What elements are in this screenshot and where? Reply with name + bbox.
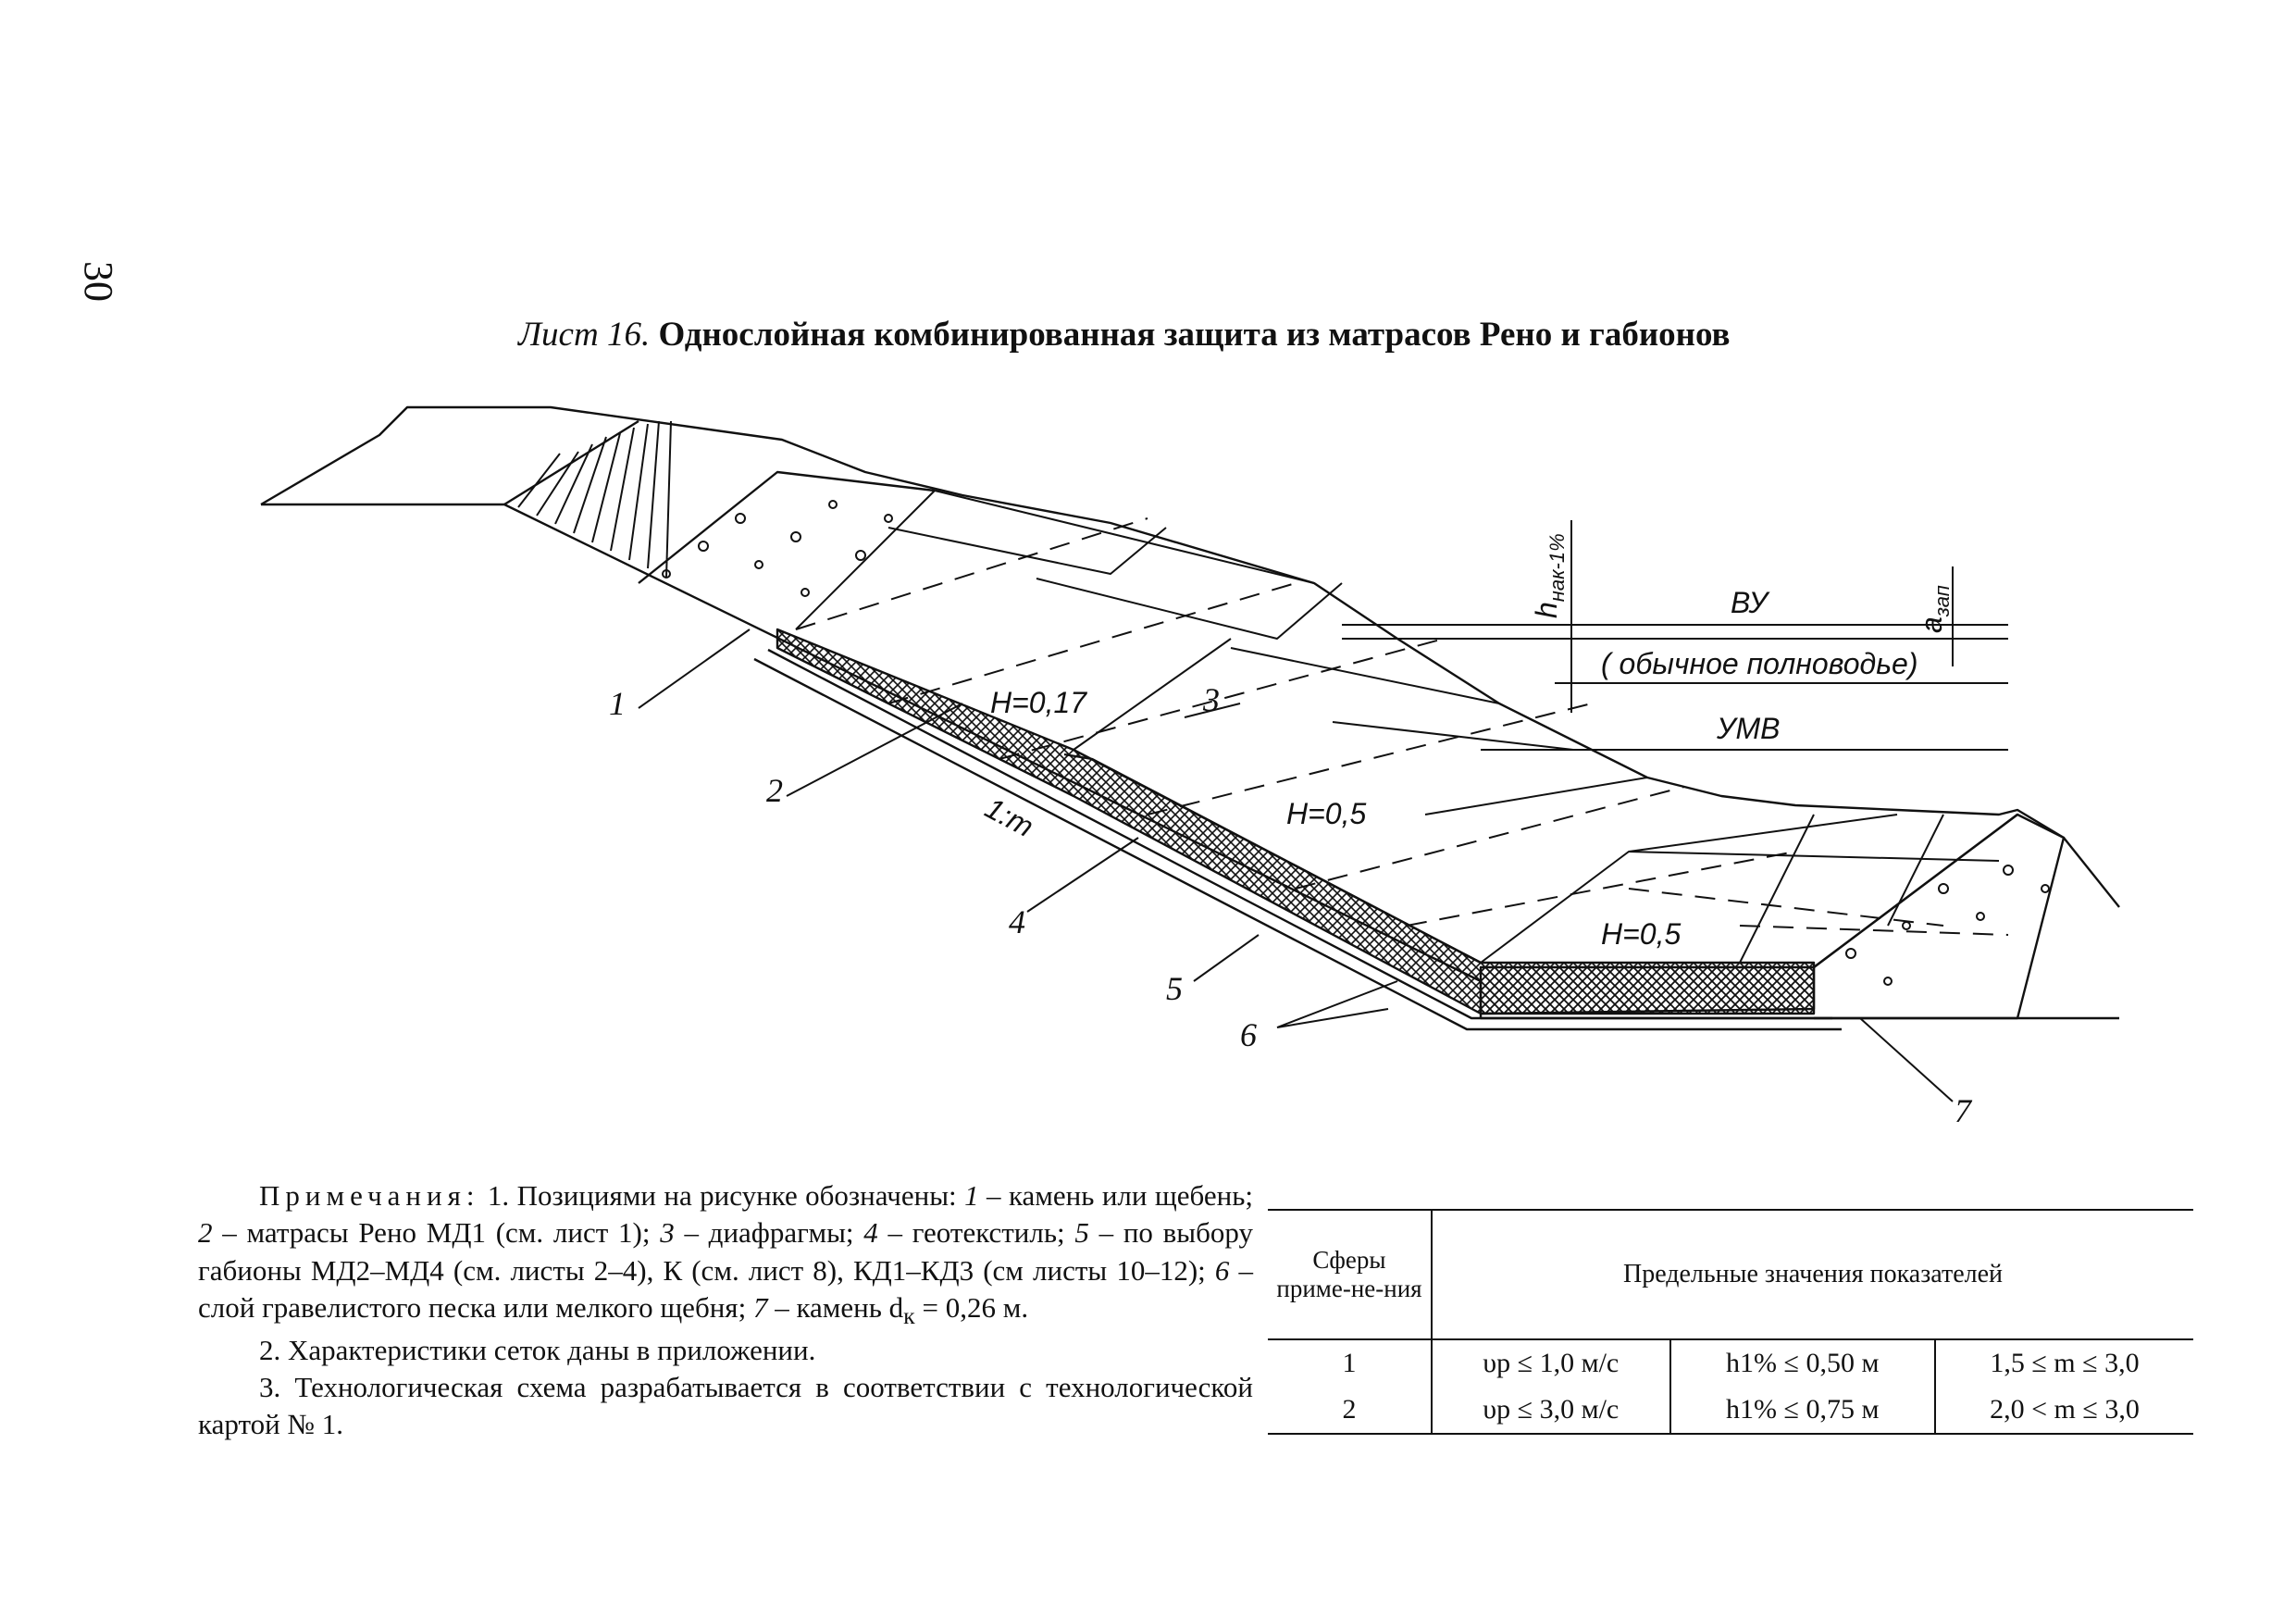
wave-height-label: hнак-1%	[1530, 533, 1569, 618]
ground-profile	[260, 405, 2120, 908]
table-row: 1 υр ≤ 1,0 м/с h1% ≤ 0,50 м 1,5 ≤ m ≤ 3,…	[1268, 1339, 2193, 1387]
sheet-name: Однослойная комбинированная защита из ма…	[658, 316, 1731, 354]
callout-6: 6	[1240, 1016, 1257, 1053]
callout-7: 7	[1955, 1092, 1973, 1129]
application-limits-table: Сферы приме-не-ния Предельные значения п…	[1268, 1209, 2193, 1435]
high-water-label: ВУ	[1731, 586, 1771, 619]
sheet-number: Лист 16.	[518, 316, 651, 354]
thickness-label-2: H=0,5	[1286, 797, 1366, 830]
high-water-note: ( обычное полноводье)	[1601, 647, 1917, 680]
table-row: 2 υр ≤ 3,0 м/с h1% ≤ 0,75 м 2,0 < m ≤ 3,…	[1268, 1387, 2193, 1434]
notes: Примечания: 1. Позициями на рисунке обоз…	[198, 1177, 1253, 1444]
callout-2: 2	[766, 772, 783, 809]
notes-heading: Примечания:	[259, 1179, 480, 1212]
note-2: 2. Характеристики сеток даны в приложени…	[259, 1333, 816, 1366]
callout-3: 3	[1202, 681, 1220, 718]
callout-1: 1	[609, 685, 626, 722]
sheet-title: Лист 16. Однослойная комбинированная защ…	[518, 315, 1731, 355]
thickness-label-1: H=0,17	[990, 686, 1087, 719]
table-header-sphere: Сферы приме-не-ния	[1268, 1210, 1433, 1339]
freeboard-label: aзап	[1915, 585, 1954, 633]
note-3: 3. Технологическая схема разрабатывается…	[198, 1370, 1253, 1441]
slope-label: 1:m	[980, 790, 1039, 843]
low-water-label: УМВ	[1716, 712, 1780, 745]
table-header-limits: Предельные значения показателей	[1622, 1260, 2004, 1288]
callout-5: 5	[1166, 970, 1183, 1007]
note-1: Примечания: 1. Позициями на рисунке обоз…	[198, 1179, 1254, 1330]
callout-4: 4	[1009, 903, 1025, 940]
thickness-label-3: H=0,5	[1601, 917, 1681, 951]
